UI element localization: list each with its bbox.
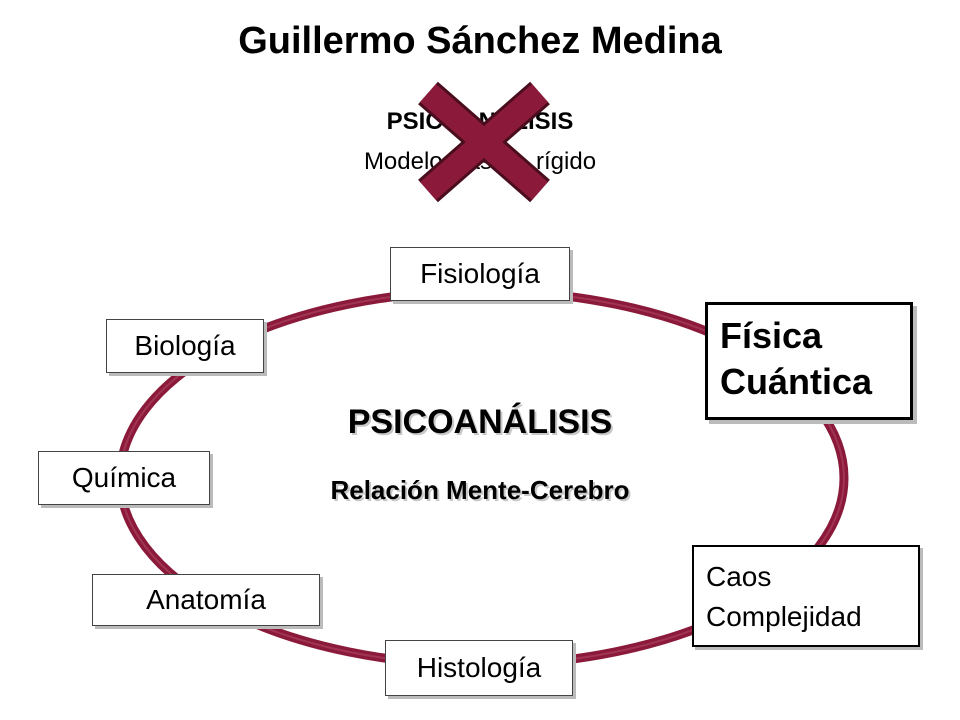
node-histologia: Histología xyxy=(385,640,573,696)
page-title: Guillermo Sánchez Medina xyxy=(238,20,722,62)
center-heading: PSICOANÁLISIS xyxy=(347,403,613,441)
node-caos-line2: Complejidad xyxy=(706,601,862,632)
node-fisica-line2: Cuántica xyxy=(720,361,873,402)
node-fisiologia-label: Fisiología xyxy=(420,258,540,289)
node-quimica: Química xyxy=(38,451,210,505)
node-biologia: Biología xyxy=(106,319,264,373)
node-anatomia-label: Anatomía xyxy=(146,584,266,615)
node-anatomia: Anatomía xyxy=(92,574,320,626)
node-caos-complejidad: Caos Complejidad xyxy=(692,545,920,647)
node-caos-line1: Caos xyxy=(706,561,772,592)
node-histologia-label: Histología xyxy=(416,652,542,683)
node-fisica-cuantica: Física Cuántica xyxy=(705,302,913,420)
center-subtitle: Relación Mente-Cerebro xyxy=(330,475,630,505)
node-biologia-label: Biología xyxy=(134,330,236,361)
node-quimica-label: Química xyxy=(71,462,177,493)
node-fisiologia: Fisiología xyxy=(390,247,570,301)
node-fisica-line1: Física xyxy=(720,315,823,356)
